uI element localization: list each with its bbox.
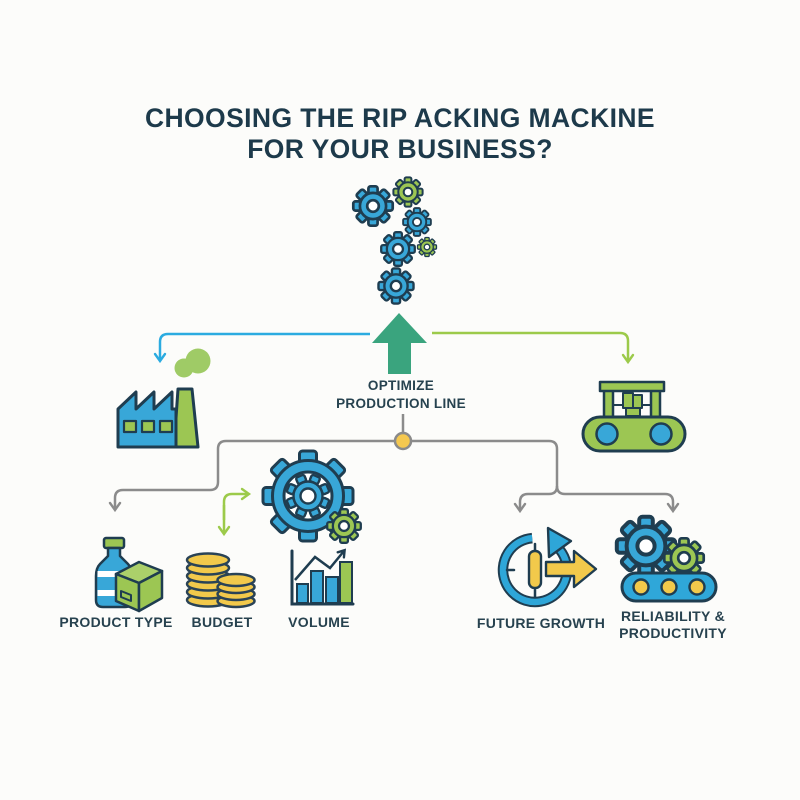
gears-conveyor-icon (614, 514, 718, 603)
gear-icon (261, 449, 355, 543)
factory-icon (116, 348, 211, 449)
yellow-right-arrow-icon (544, 549, 598, 589)
page-title: CHOOSING THE RIP ACKING MACKINE FOR YOUR… (0, 103, 800, 165)
clock-cycle-icon (497, 526, 598, 608)
hub-label-line1: OPTIMIZE (367, 378, 435, 393)
page-title-line1: CHOOSING THE RIP ACKING MACKINE (144, 103, 656, 133)
page-title-line2: FOR YOUR BUSINESS? (247, 134, 553, 164)
hub-label: OPTIMIZE PRODUCTION LINE (336, 377, 466, 412)
rail-left (108, 439, 396, 513)
label-reliability-line2: PRODUCTIVITY (619, 625, 727, 641)
label-reliability: RELIABILITY & PRODUCTIVITY (619, 608, 727, 642)
rail-right (411, 439, 559, 486)
bottle-and-box-icon (94, 536, 164, 613)
yellow-junction-dot (393, 431, 413, 451)
up-arrow-icon (372, 313, 427, 374)
label-future-growth: FUTURE GROWTH (476, 615, 606, 631)
small-green-gear-icon (326, 508, 362, 544)
label-budget: BUDGET (191, 614, 253, 630)
rail-right-arm-left (513, 485, 559, 514)
hub-label-line2: PRODUCTION LINE (336, 395, 466, 411)
connector-blue (153, 332, 370, 364)
connector-green (432, 331, 635, 365)
label-reliability-line1: RELIABILITY & (621, 608, 725, 624)
green-elbow-right (222, 487, 252, 520)
packing-machine-icon (581, 380, 687, 453)
coin-stacks-icon (185, 552, 256, 609)
rail-right-arm-right (555, 485, 680, 514)
label-volume: VOLUME (288, 614, 350, 630)
label-product-type: PRODUCT TYPE (59, 614, 173, 630)
gears-cluster-icon (351, 176, 438, 305)
bar-chart-icon (290, 548, 355, 606)
